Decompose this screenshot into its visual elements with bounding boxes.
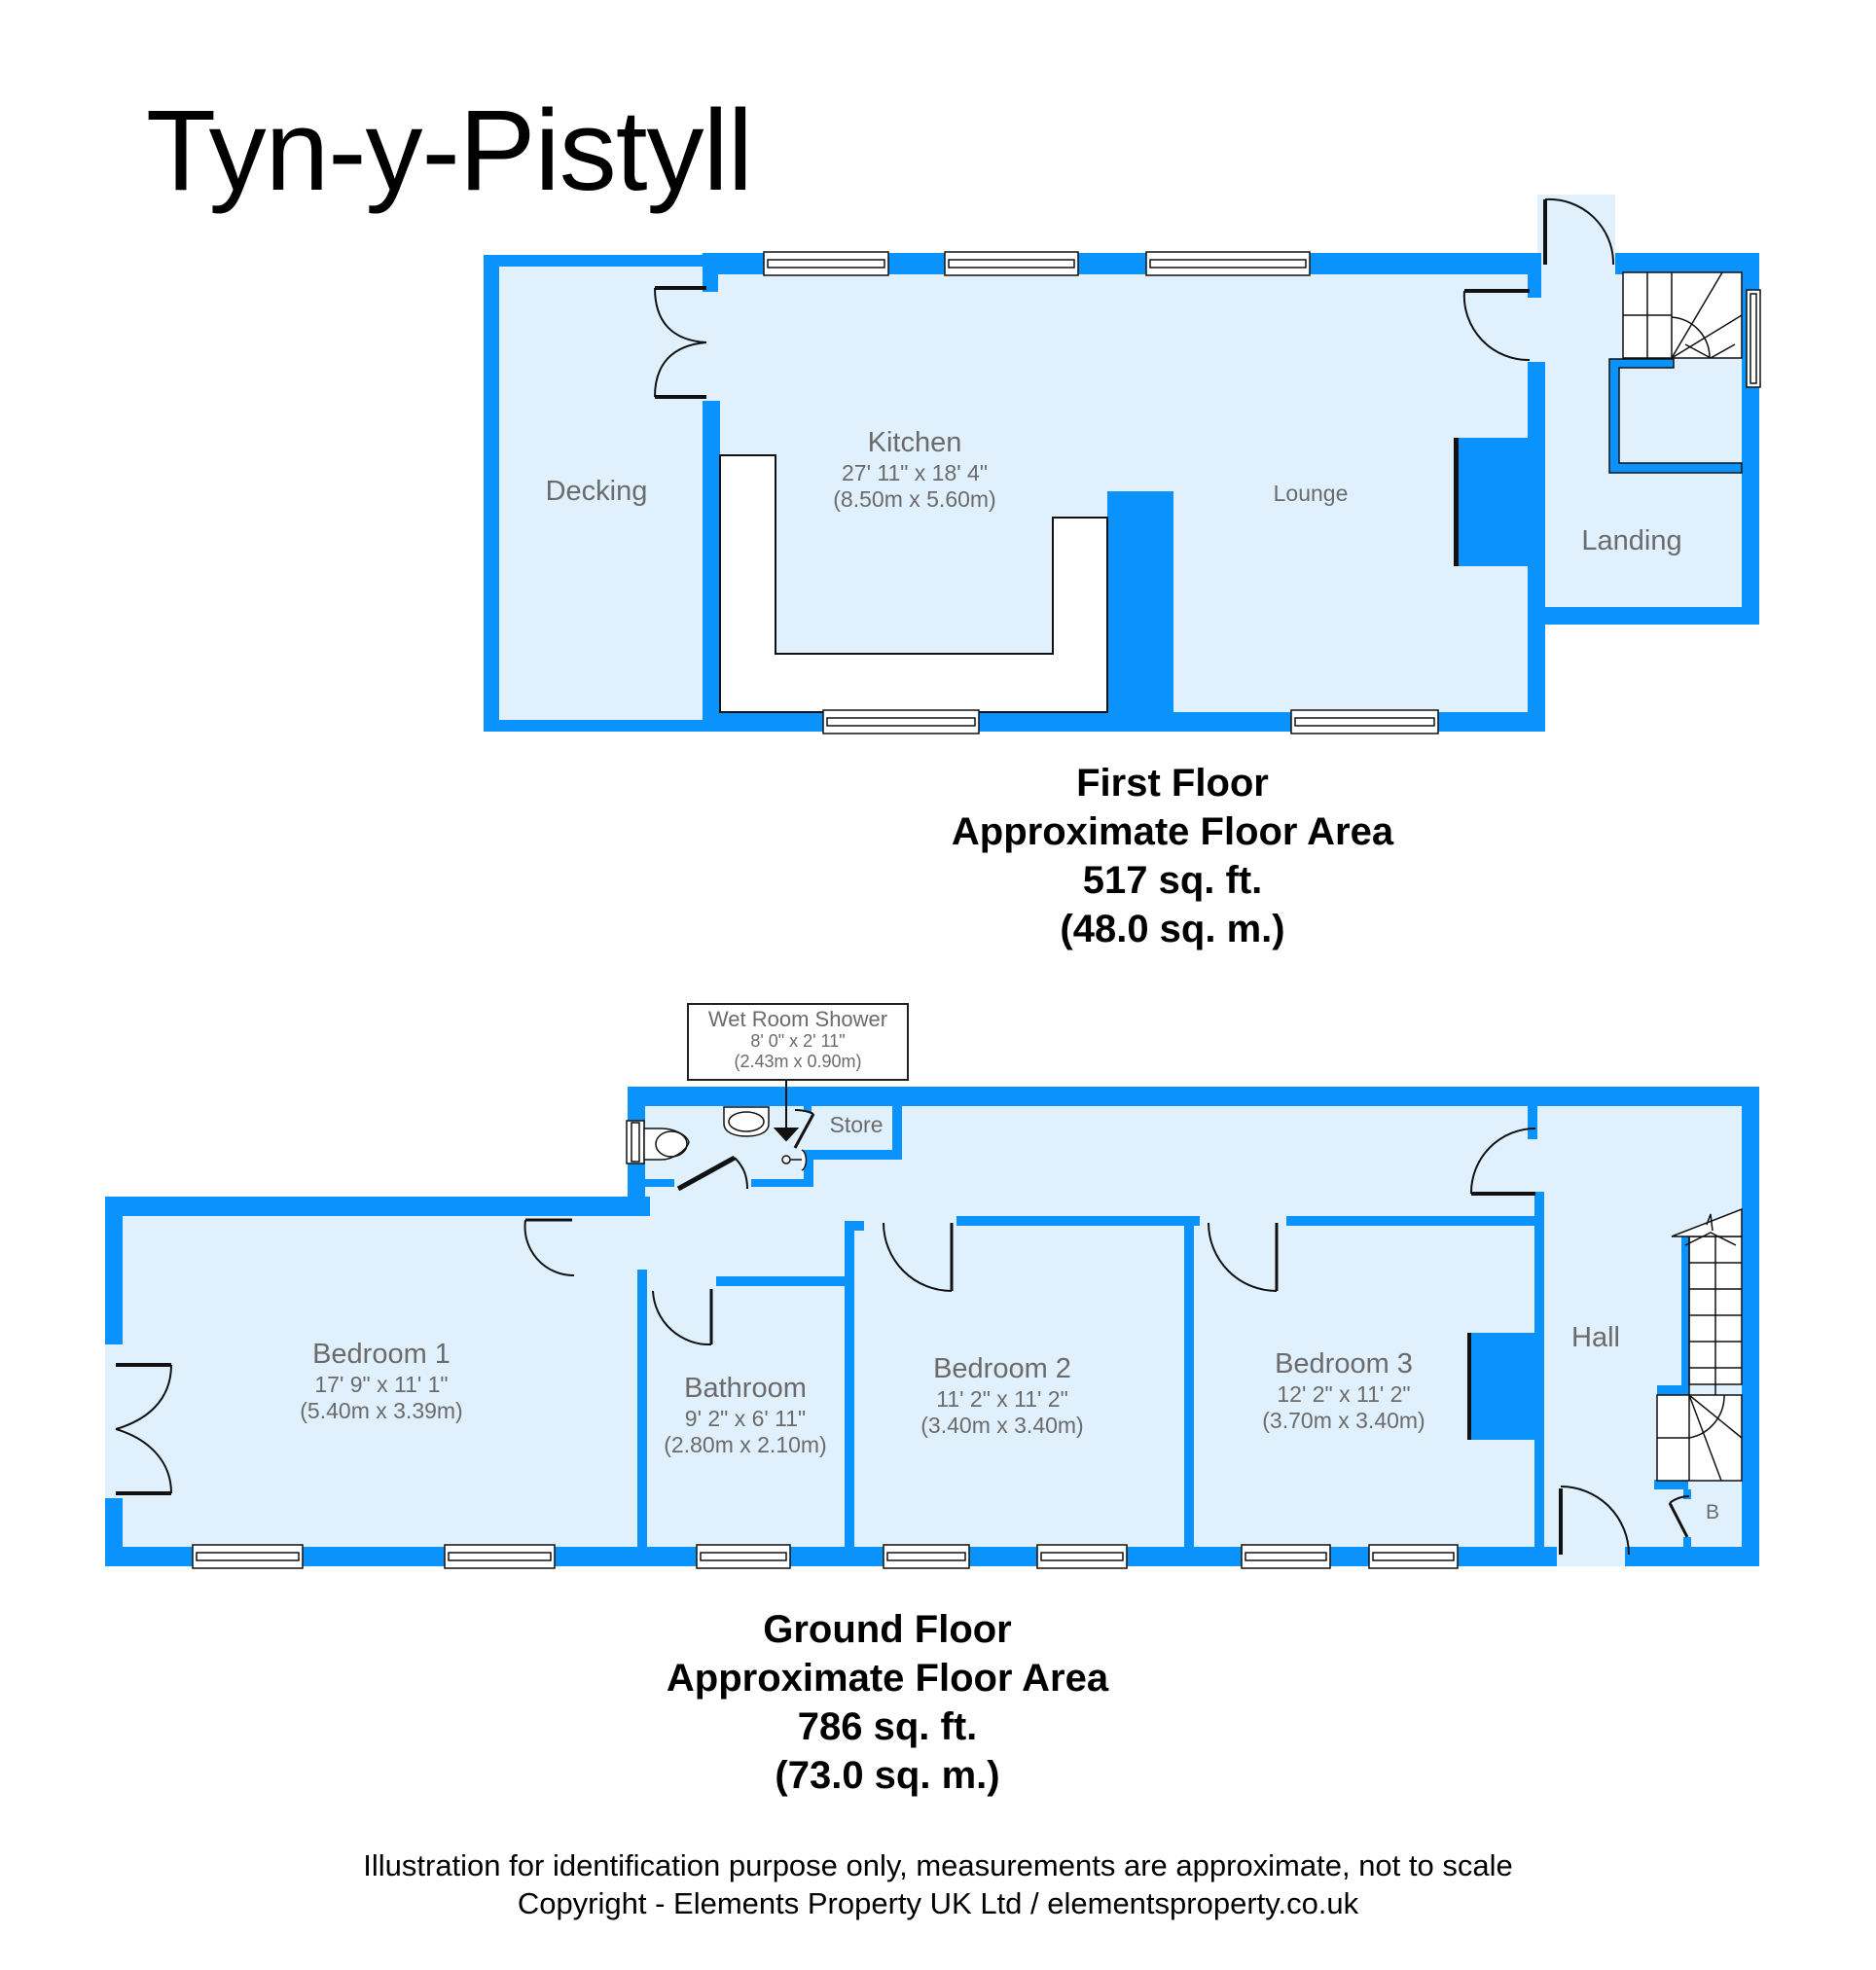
room-name: Bedroom 1 bbox=[312, 1339, 451, 1370]
room-dimensions-metric: (2.80m x 2.10m) bbox=[664, 1432, 827, 1458]
room-dimensions-metric: (3.40m x 3.40m) bbox=[920, 1413, 1084, 1439]
room-name: Kitchen bbox=[867, 427, 962, 458]
footer: Illustration for identification purpose … bbox=[0, 1846, 1876, 1922]
room-dimensions-imperial: 17' 9" x 11' 1" bbox=[314, 1371, 449, 1397]
room-label-decking: Decking bbox=[546, 475, 648, 509]
room-name: Bedroom 2 bbox=[933, 1353, 1071, 1384]
room-dimensions-metric: (3.70m x 3.40m) bbox=[1262, 1408, 1425, 1434]
room-label-lounge: Lounge bbox=[1274, 481, 1349, 508]
room-name: Landing bbox=[1581, 525, 1682, 556]
first-floor-area-summary: First Floor Approximate Floor Area 517 s… bbox=[952, 759, 1393, 953]
ground-floor-plan bbox=[105, 1080, 1759, 1569]
room-label-boiler-cupboard: B bbox=[1706, 1500, 1719, 1524]
room-label-hall: Hall bbox=[1571, 1321, 1620, 1355]
room-name: Hall bbox=[1571, 1322, 1620, 1353]
room-name: Store bbox=[829, 1112, 884, 1137]
room-name: Decking bbox=[545, 476, 648, 507]
room-dimensions-metric: (8.50m x 5.60m) bbox=[833, 486, 996, 513]
callout-dimensions-imperial: 8' 0" x 2' 11" bbox=[750, 1031, 846, 1052]
floor-label: Ground Floor bbox=[763, 1608, 1012, 1651]
room-label-bedroom-1: Bedroom 1 17' 9" x 11' 1" (5.40m x 3.39m… bbox=[300, 1338, 462, 1425]
area-label: Approximate Floor Area bbox=[951, 810, 1394, 853]
room-label-bedroom-2: Bedroom 2 11' 2" x 11' 2" (3.40m x 3.40m… bbox=[920, 1352, 1083, 1440]
disclaimer-text: Illustration for identification purpose … bbox=[363, 1848, 1513, 1882]
room-label-bedroom-3: Bedroom 3 12' 2" x 11' 2" (3.70m x 3.40m… bbox=[1262, 1347, 1425, 1435]
room-name: Bathroom bbox=[684, 1373, 807, 1404]
area-sqft: 786 sq. ft. bbox=[797, 1705, 978, 1748]
room-dimensions-imperial: 9' 2" x 6' 11" bbox=[684, 1405, 807, 1431]
copyright-text: Copyright - Elements Property UK Ltd / e… bbox=[517, 1886, 1359, 1920]
room-label-store: Store bbox=[830, 1112, 884, 1139]
callout-name: Wet Room Shower bbox=[707, 1007, 888, 1031]
floor-label: First Floor bbox=[1076, 762, 1269, 805]
room-dimensions-imperial: 11' 2" x 11' 2" bbox=[936, 1385, 1068, 1412]
callout-dimensions-metric: (2.43m x 0.90m) bbox=[734, 1051, 862, 1071]
area-sqm: (73.0 sq. m.) bbox=[775, 1754, 1000, 1797]
room-dimensions-imperial: 27' 11" x 18' 4" bbox=[841, 459, 989, 485]
area-sqft: 517 sq. ft. bbox=[1082, 859, 1263, 902]
room-name: B bbox=[1705, 1501, 1720, 1523]
property-title: Tyn-y-Pistyll bbox=[146, 87, 753, 215]
first-floor-plan bbox=[484, 195, 1761, 734]
area-sqm: (48.0 sq. m.) bbox=[1060, 908, 1285, 950]
wet-room-shower-callout: Wet Room Shower 8' 0" x 2' 11" (2.43m x … bbox=[687, 1003, 909, 1081]
room-dimensions-imperial: 12' 2" x 11' 2" bbox=[1277, 1380, 1411, 1407]
room-dimensions-metric: (5.40m x 3.39m) bbox=[300, 1398, 463, 1424]
area-label: Approximate Floor Area bbox=[666, 1657, 1109, 1700]
room-label-kitchen: Kitchen 27' 11" x 18' 4" (8.50m x 5.60m) bbox=[833, 426, 995, 514]
ground-floor-area-summary: Ground Floor Approximate Floor Area 786 … bbox=[667, 1605, 1108, 1800]
room-label-bathroom: Bathroom 9' 2" x 6' 11" (2.80m x 2.10m) bbox=[664, 1372, 826, 1459]
room-name: Bedroom 3 bbox=[1275, 1348, 1413, 1379]
room-name: Lounge bbox=[1273, 481, 1349, 506]
room-label-landing: Landing bbox=[1581, 524, 1681, 558]
